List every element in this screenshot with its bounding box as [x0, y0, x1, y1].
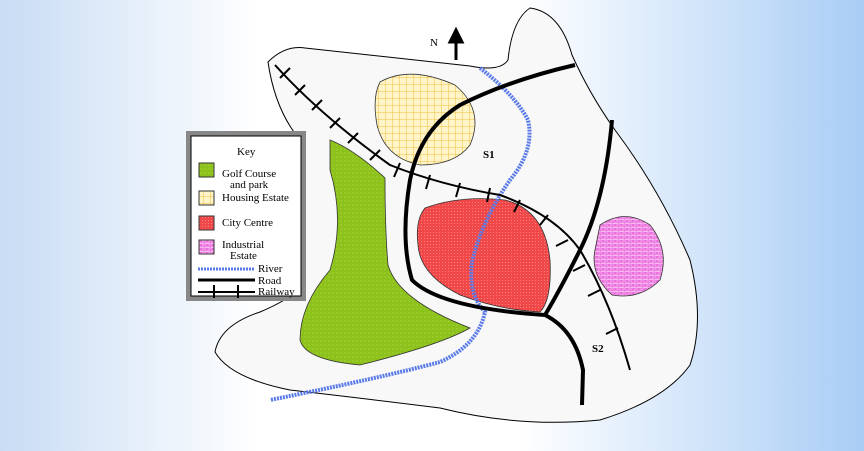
settlement-s2-label: S2: [592, 343, 604, 355]
golf-swatch: [198, 162, 215, 178]
golf-course-area: [299, 139, 471, 366]
industrial-swatch: [198, 239, 215, 255]
railway-swatch: [198, 285, 255, 298]
railway: [274, 64, 631, 371]
key-label-road: Road: [258, 275, 282, 287]
key-title: Key: [237, 146, 256, 158]
key-label-railway: Railway: [258, 286, 295, 298]
north-label: N: [430, 37, 438, 49]
key-label-golf: Golf Course: [222, 168, 276, 180]
settlement-s1-label: S1: [483, 149, 495, 161]
key-label-golf-2: and park: [230, 179, 269, 191]
housing-estate-area: [374, 73, 476, 166]
river: [269, 66, 532, 402]
north-arrow: N: [430, 26, 465, 60]
industrial-estate-area: [593, 216, 664, 297]
key-label-industrial: Industrial: [222, 239, 264, 251]
city-swatch: [198, 215, 215, 231]
roads: [403, 63, 614, 406]
key-label-river: River: [258, 263, 283, 275]
city-centre-area: [416, 198, 551, 313]
key-label-city: City Centre: [222, 217, 273, 229]
key-label-housing: Housing Estate: [222, 192, 289, 204]
housing-swatch: [198, 190, 215, 206]
map-key: Key Golf Course and park Housing Estate …: [186, 131, 306, 301]
key-label-industrial-2: Estate: [230, 250, 257, 262]
